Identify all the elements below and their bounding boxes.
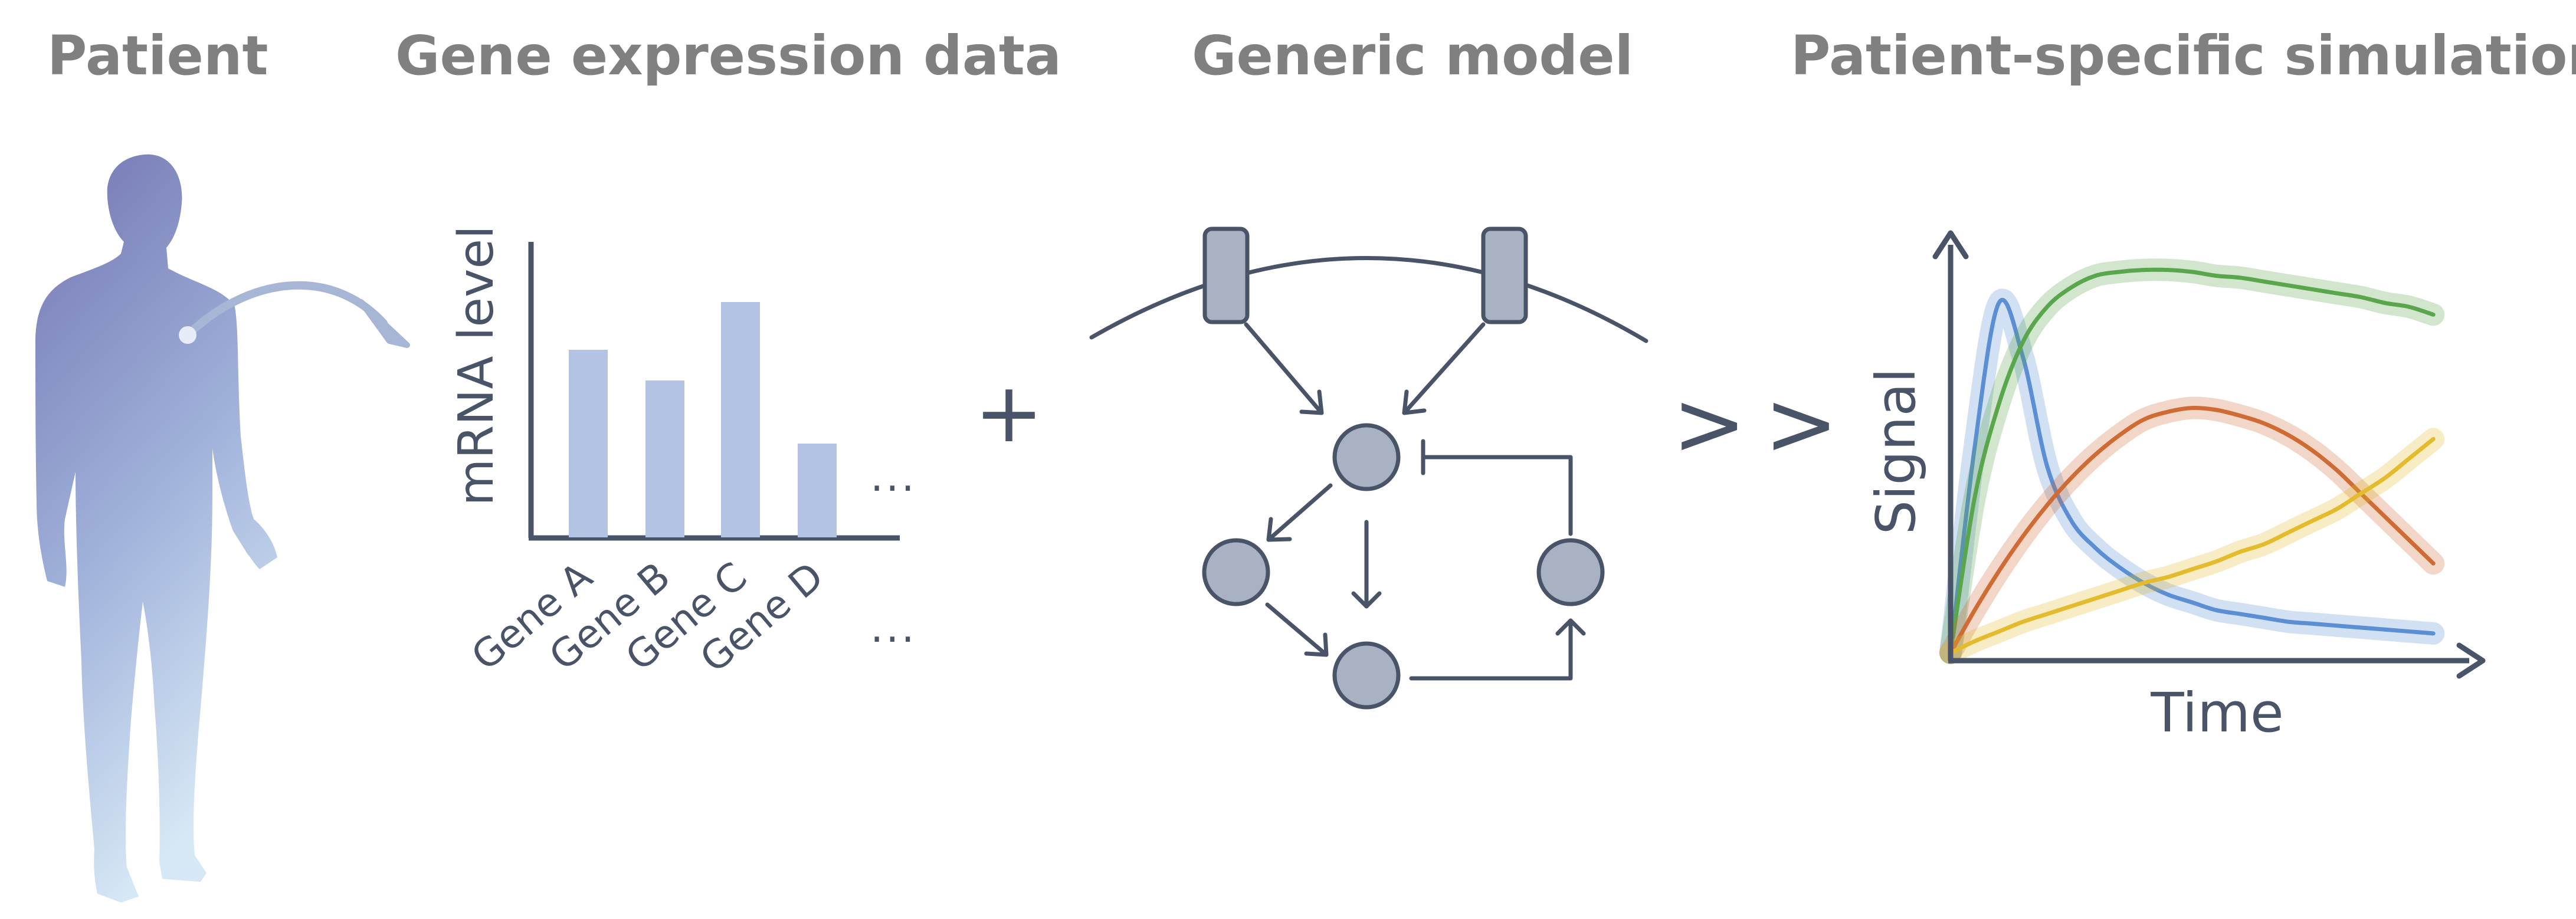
sim-x-axis-arrowhead xyxy=(2456,642,2486,679)
generic-model-network xyxy=(1089,227,1648,710)
gene-bar-a xyxy=(569,350,608,537)
edge-bottom-to-right xyxy=(1409,618,1573,681)
sim-series-0-line xyxy=(1948,297,2436,655)
sim-plot-area xyxy=(1939,258,2445,664)
heading-generic-model: Generic model xyxy=(1192,24,1633,87)
gene-bar-ellipsis: ... xyxy=(870,452,917,501)
gene-label-ellipsis: ... xyxy=(870,603,917,652)
gene-chart-ylabel: mRNA level xyxy=(448,225,504,506)
sim-series-3-line xyxy=(1948,436,2436,655)
sim-series-2-line xyxy=(1948,405,2436,655)
greater-operator: >> xyxy=(1672,373,1856,475)
receptor-right xyxy=(1481,227,1528,324)
gene-bar-d xyxy=(798,444,837,537)
sim-series-1-line xyxy=(1948,267,2436,655)
edge-right-inhibits-center xyxy=(1421,455,1573,536)
node-right xyxy=(1536,538,1605,606)
cell-membrane xyxy=(1089,256,1648,343)
patient-silhouette xyxy=(35,154,277,902)
receptor-left xyxy=(1202,227,1250,324)
edge-receptor-right-to-center xyxy=(1402,322,1486,415)
gene-bar-b xyxy=(645,380,684,537)
edge-center-to-left xyxy=(1266,483,1333,542)
gene-expression-chart: mRNA level ... Gene A Gene B Gene C Gene… xyxy=(448,225,917,681)
patient-figure xyxy=(35,154,277,902)
plus-operator: + xyxy=(974,365,1043,461)
heading-gene-expression: Gene expression data xyxy=(395,24,1061,87)
heading-patient: Patient xyxy=(47,24,268,87)
edge-receptor-left-to-center xyxy=(1244,322,1324,415)
simulation-chart: Signal Time xyxy=(1864,230,2486,744)
edge-left-to-bottom xyxy=(1265,602,1329,657)
heading-simulation: Patient-specific simulation xyxy=(1791,24,2576,87)
node-center-top xyxy=(1332,423,1401,491)
node-bottom xyxy=(1332,641,1401,710)
gene-bar-c xyxy=(721,302,760,537)
patient-to-data-arrow xyxy=(179,281,410,348)
sim-y-axis-arrowhead xyxy=(1932,230,1969,260)
sim-ylabel: Signal xyxy=(1864,368,1928,535)
node-left xyxy=(1202,538,1270,606)
sim-xlabel: Time xyxy=(2150,681,2283,744)
